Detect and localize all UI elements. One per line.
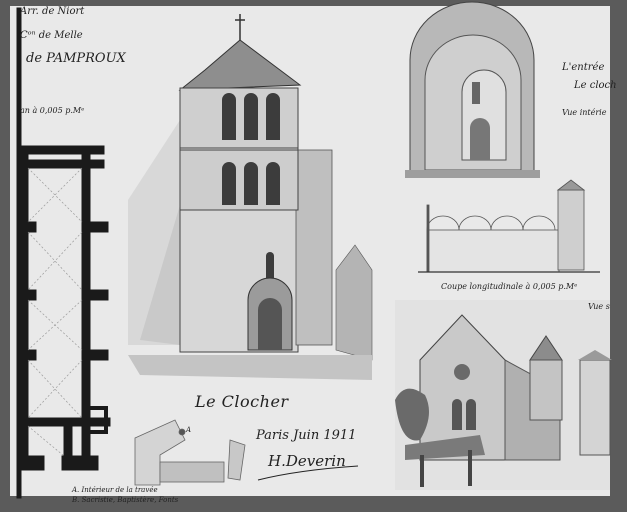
plan-scale: an à 0,005 p.Mᵉ (20, 106, 85, 115)
place-date: Paris Juin 1911 (256, 428, 357, 443)
note-vue: Vue s (588, 302, 610, 311)
church-exterior-view (395, 300, 612, 490)
header-arrondissement: Arr. de Niort (20, 6, 85, 17)
drawing-title: Le Clocher (195, 392, 289, 411)
plan-note-1: A. Intérieur de la travée (72, 486, 158, 494)
interior-view (405, 1, 540, 178)
signature-flourish (257, 465, 359, 481)
bell-tower-drawing (128, 14, 373, 380)
signature: H.Deverin (268, 452, 346, 470)
floor-plan (16, 7, 111, 499)
site-plan-marker: A (186, 426, 192, 434)
plan-vaults (27, 167, 83, 457)
note-entree: L'entrée (562, 62, 605, 73)
site-plan (134, 419, 246, 486)
caption-coupe-longitudinale: Coupe longitudinale à 0,005 p.Mᵉ (441, 282, 578, 291)
note-clocher: Le cloch (574, 80, 617, 91)
header-canton: Cᵒⁿ de Melle (20, 30, 83, 41)
longitudinal-section (418, 179, 600, 273)
note-vue-interieure: Vue intérie (562, 108, 607, 117)
plan-note-2: B. Sacristie, Baptistère, Fonts (72, 496, 179, 504)
header-commune: de PAMPROUX (26, 51, 126, 66)
